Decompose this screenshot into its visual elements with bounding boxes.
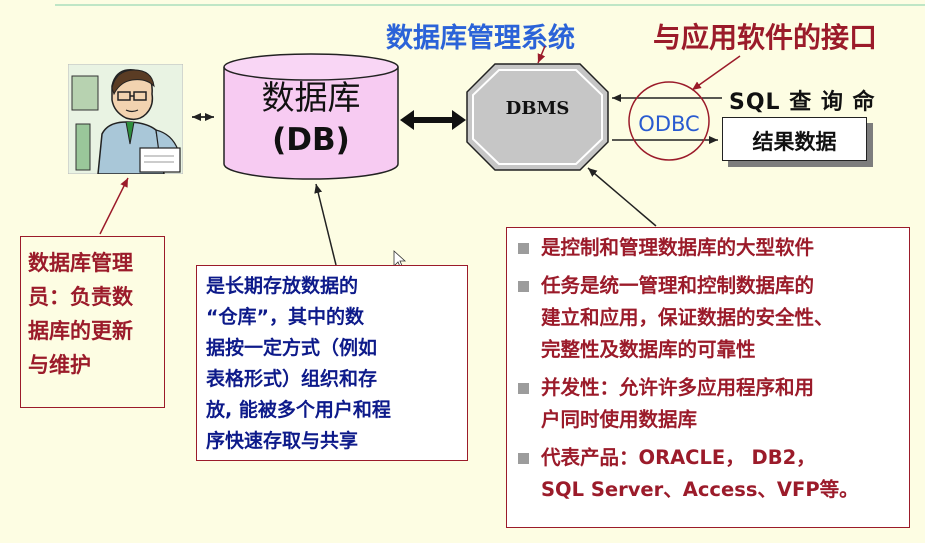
feature-item: 任务是统一管理和控制数据库的 建立和应用，保证数据的安全性、 完整性及数据库的可… bbox=[516, 270, 908, 366]
feature-line: 并发性：允许许多应用程序和用 bbox=[541, 376, 815, 399]
admin-description-box bbox=[20, 236, 165, 408]
dbms-octagon bbox=[466, 63, 609, 171]
bullet-square-icon bbox=[518, 243, 529, 254]
feature-line: SQL Server、Access、VFP等。 bbox=[541, 478, 859, 501]
feature-item: 是控制和管理数据库的大型软件 bbox=[516, 232, 908, 264]
repository-line: 表格形式）组织和存 bbox=[206, 368, 378, 390]
database-label: 数据库 bbox=[261, 78, 361, 117]
bullet-square-icon bbox=[518, 383, 529, 394]
repository-line: 据按一定方式（例如 bbox=[206, 337, 378, 359]
repository-description-text: 是长期存放数据的 “仓库”，其中的数 据按一定方式（例如 表格形式）组织和存 放… bbox=[206, 271, 461, 457]
feature-item: 代表产品：ORACLE， DB2， SQL Server、Access、VFP等… bbox=[516, 442, 908, 506]
bullet-square-icon bbox=[518, 453, 529, 464]
admin-line: 数据库管理 bbox=[28, 251, 133, 275]
feature-line: 代表产品：ORACLE， DB2， bbox=[541, 446, 816, 469]
dbms-features-list: 是控制和管理数据库的大型软件 任务是统一管理和控制数据库的 建立和应用，保证数据… bbox=[516, 232, 908, 512]
feature-line: 完整性及数据库的可靠性 bbox=[541, 338, 756, 361]
result-data-box bbox=[722, 117, 867, 161]
admin-description-text: 数据库管理 员：负责数 据库的更新 与维护 bbox=[28, 246, 160, 382]
app-interface-title: 与应用软件的接口 bbox=[653, 21, 878, 54]
top-divider-line bbox=[55, 4, 925, 6]
repository-description-box bbox=[196, 265, 468, 461]
database-administrator-illustration bbox=[68, 64, 183, 174]
feature-line: 任务是统一管理和控制数据库的 bbox=[541, 274, 815, 297]
feature-line: 是控制和管理数据库的大型软件 bbox=[541, 236, 815, 259]
feature-line: 建立和应用，保证数据的安全性、 bbox=[541, 306, 834, 329]
admin-line: 据库的更新 bbox=[28, 319, 133, 343]
admin-line: 员：负责数 bbox=[28, 285, 133, 309]
dbms-label: DBMS bbox=[505, 98, 570, 119]
repository-line: “仓库”，其中的数 bbox=[206, 306, 364, 328]
bullet-square-icon bbox=[518, 281, 529, 292]
feature-line: 户同时使用数据库 bbox=[541, 408, 698, 431]
database-cylinder bbox=[223, 53, 399, 180]
database-abbrev: (DB) bbox=[272, 122, 350, 158]
sql-query-label: SQL 查 询 命 bbox=[729, 90, 876, 115]
repository-line: 放, 能被多个用户和程 bbox=[206, 399, 391, 421]
repository-line: 序快速存取与共享 bbox=[206, 430, 359, 452]
odbc-circle bbox=[628, 81, 710, 161]
dbms-features-box bbox=[506, 227, 910, 528]
admin-line: 与维护 bbox=[28, 353, 91, 377]
feature-item: 并发性：允许许多应用程序和用 户同时使用数据库 bbox=[516, 372, 908, 436]
odbc-label: ODBC bbox=[638, 112, 700, 136]
result-data-label: 结果数据 bbox=[752, 130, 837, 154]
repository-line: 是长期存放数据的 bbox=[206, 275, 359, 297]
